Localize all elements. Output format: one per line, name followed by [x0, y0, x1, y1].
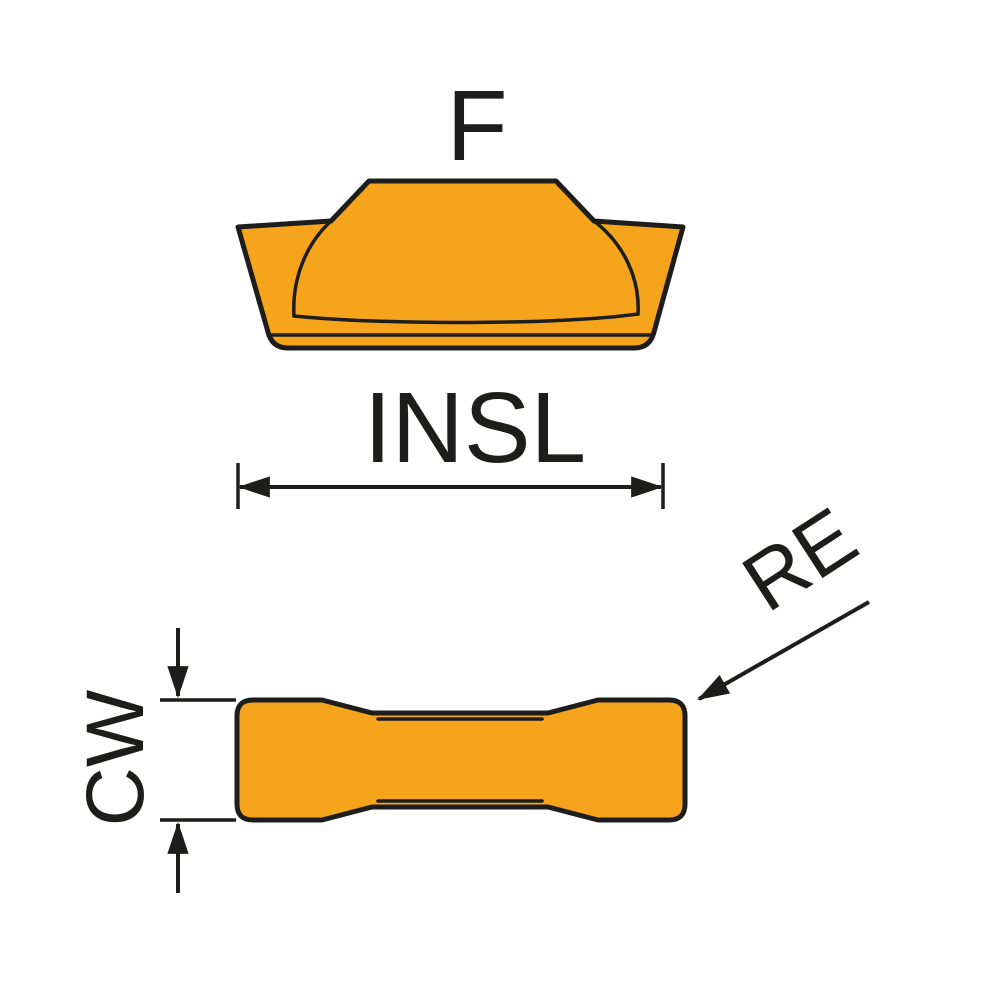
insert-front-left-facet-line: [292, 219, 333, 318]
insert-front-face-edge-line: [292, 312, 640, 325]
insert-top-outline: [234, 697, 688, 823]
insert-top-view: [234, 697, 688, 823]
re-leader: RE: [697, 491, 873, 701]
insert-front-outline: [235, 178, 686, 351]
insl-dimension: INSL: [236, 372, 665, 509]
insl-dimension-label: INSL: [364, 372, 586, 484]
insert-front-right-facet-line: [592, 219, 640, 316]
front-view-label: F: [446, 70, 507, 182]
re-leader-arrow: [697, 600, 870, 701]
insert-front-view: [235, 178, 686, 351]
cw-dimension: CW: [70, 628, 236, 893]
cw-dimension-label: CW: [70, 689, 161, 826]
re-dimension-label: RE: [727, 491, 872, 629]
